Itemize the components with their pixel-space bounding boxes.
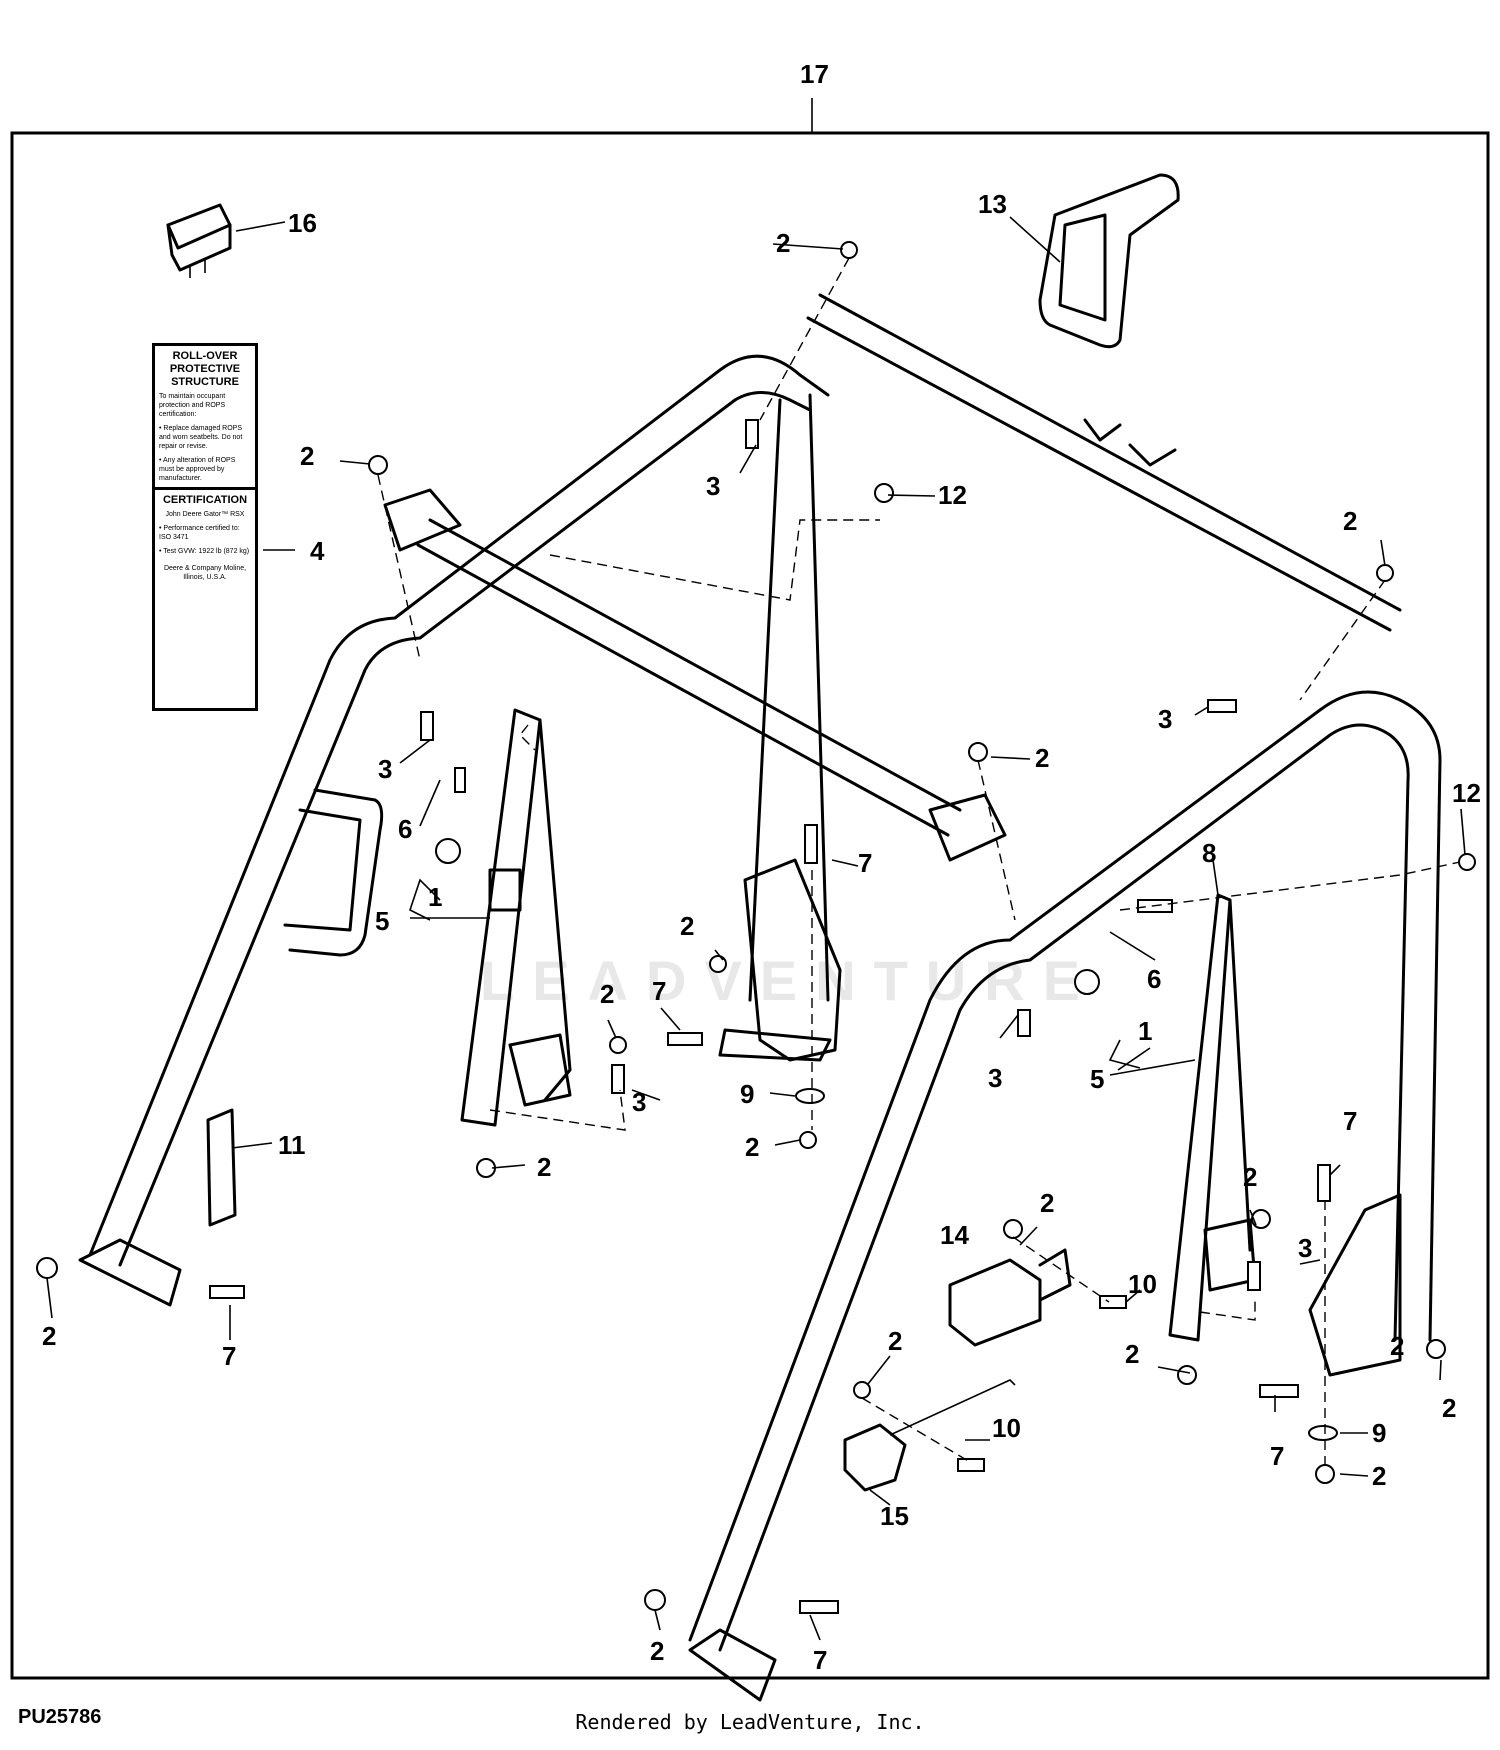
assist-handle-13 [1038,173,1180,349]
callout-12: 12 [1452,778,1481,808]
callout-2: 2 [745,1132,759,1162]
callout-2: 2 [776,228,790,258]
callout-6: 6 [398,814,412,844]
callout-7: 7 [222,1341,236,1371]
callout-2: 2 [650,1636,664,1666]
diagram-frame [10,131,1490,1680]
callout-3: 3 [1298,1233,1312,1263]
seatbelt-left [460,708,572,1127]
callout-3: 3 [378,754,392,784]
callout-2: 2 [1442,1393,1456,1423]
decal-bullet: • Replace damaged ROPS and worn seatbelt… [159,425,243,450]
callout-7: 7 [858,848,872,878]
callout-3: 3 [632,1087,646,1117]
callout-7: 7 [652,976,666,1006]
rear-crossbar [806,293,1402,632]
callout-3: 3 [988,1063,1002,1093]
callout-2: 2 [888,1326,902,1356]
callout-3: 3 [1158,704,1172,734]
callout-13: 13 [978,189,1007,219]
callout-10: 10 [1128,1269,1157,1299]
decal-cert-title: CERTIFICATION [162,494,248,506]
decal-bullet: • Performance certified to: ISO 3471 [159,525,240,541]
seat-bracket-center [743,858,842,1062]
callout-2: 2 [1040,1188,1054,1218]
callout-5: 5 [1090,1064,1104,1094]
callout-2: 2 [42,1321,56,1351]
decal-maker: Deere & Company Moline, Illinois, U.S.A. [163,565,247,581]
seatbelt-right [1168,893,1257,1342]
callout-2: 2 [680,911,694,941]
callout-assembly: 17 [800,59,829,89]
grab-handle-left [288,788,384,957]
callout-14: 14 [940,1220,969,1250]
rops-left-frame [88,354,830,1267]
callout-5: 5 [375,906,389,936]
left-foot-bracket [78,1238,182,1307]
watermark: LEADVENTURE [480,949,1099,1012]
callout-1: 1 [1138,1016,1152,1046]
leader-lines [46,216,1466,1641]
rops-right-frame [688,690,1442,1652]
callout-3: 3 [706,471,720,501]
decal-strip-11 [206,1108,237,1227]
callout-4: 4 [310,536,325,566]
rocker-switch-16 [166,203,232,278]
callout-11: 11 [278,1130,306,1160]
buckle-14 [948,1248,1072,1347]
callout-2: 2 [1035,743,1049,773]
callout-12: 12 [938,480,967,510]
callout-16: 16 [288,208,317,238]
callout-10: 10 [992,1413,1021,1443]
render-credit: Rendered by LeadVenture, Inc. [575,1710,925,1734]
callout-2: 2 [300,441,314,471]
decal-title: ROLL-OVER PROTECTIVE STRUCTURE [169,350,241,388]
callout-2: 2 [1243,1162,1257,1192]
callout-6: 6 [1147,964,1161,994]
front-crossbar [383,488,1007,862]
callout-9: 9 [740,1079,754,1109]
buckle-15 [843,1379,1016,1492]
callout-15: 15 [880,1501,909,1531]
decal-bullet: • Test GVW: 1922 lb (872 kg) [159,548,250,555]
callout-2: 2 [1125,1339,1139,1369]
rops-decal: ROLL-OVER PROTECTIVE STRUCTURE To mainta… [152,343,258,711]
decal-bullet: • Any alteration of ROPS must be approve… [159,457,236,482]
callout-2: 2 [537,1152,551,1182]
callout-7: 7 [813,1645,827,1675]
decal-intro: To maintain occupant protection and ROPS… [159,393,226,418]
right-foot-bracket [688,1628,777,1702]
hardware [36,241,1476,1614]
assembly-lines [377,257,1461,1465]
callout-9: 9 [1372,1418,1386,1448]
callout-7: 7 [1343,1106,1357,1136]
seat-bracket-right [1308,1193,1402,1377]
callout-8: 8 [1202,838,1216,868]
callout-1: 1 [428,882,442,912]
callout-7: 7 [1270,1441,1284,1471]
callout-numbers: 17 16 4 2 2 13 3 12 2 3 2 12 8 3 6 1 5 7… [42,59,1481,1675]
callout-2: 2 [1343,506,1357,536]
figure-id: PU25786 [18,1706,102,1728]
decal-model: John Deere Gator™ RSX [165,511,245,518]
callout-2: 2 [1390,1331,1404,1361]
callout-2: 2 [1372,1461,1386,1491]
callout-2: 2 [600,979,614,1009]
